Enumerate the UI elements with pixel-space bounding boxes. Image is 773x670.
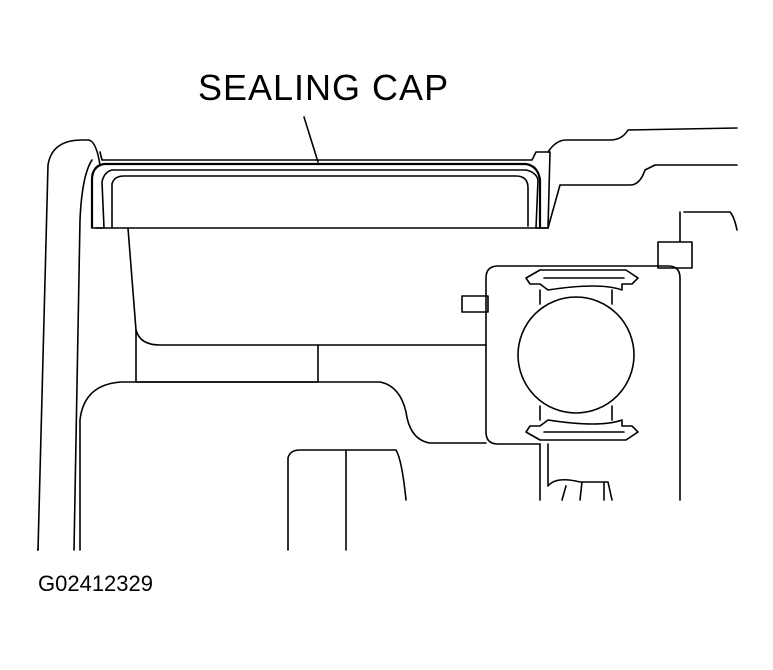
callout-leader-line (303, 116, 319, 163)
bearing-ball (517, 296, 635, 414)
housing-left-wall (37, 139, 101, 551)
bearing-race-bottom (525, 419, 639, 441)
housing-right-upper (547, 127, 738, 269)
bearing-housing (461, 265, 681, 501)
shaft-body (37, 227, 487, 551)
sealing-cap-label: SEALING CAP (198, 67, 450, 108)
bearing-race-top (525, 269, 639, 291)
figure-code: G02412329 (38, 571, 153, 596)
bearing-cage (539, 289, 613, 421)
sealing-cap (90, 151, 551, 229)
